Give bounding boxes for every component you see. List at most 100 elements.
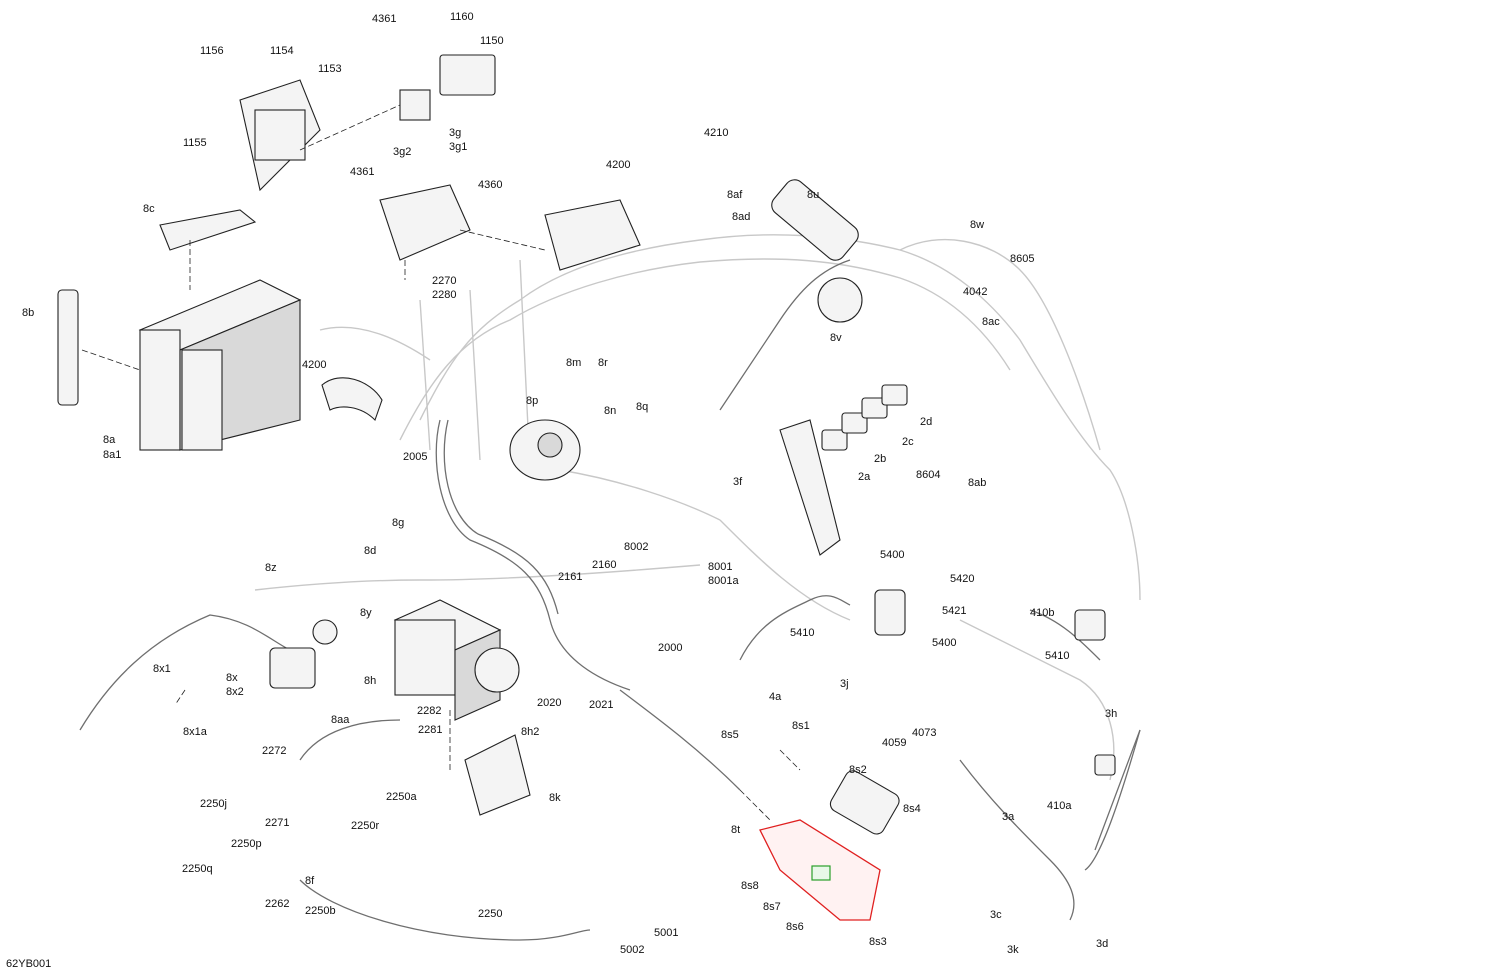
callout-label: 2005 xyxy=(403,451,427,463)
callout-label: 8x2 xyxy=(226,686,244,698)
callout-label: 8k xyxy=(549,792,561,804)
callout-label: 2a xyxy=(858,471,871,483)
callout-label: 2280 xyxy=(432,289,456,301)
callout-label: 2281 xyxy=(418,724,442,736)
callout-label: 8s1 xyxy=(792,720,810,732)
callout-label: 8s8 xyxy=(741,880,759,892)
callout-label: 1150 xyxy=(480,35,504,47)
callout-label: 1153 xyxy=(318,63,342,75)
green-highlighted-clip xyxy=(811,865,831,881)
callout-label: 8s7 xyxy=(763,901,781,913)
callout-label: 4360 xyxy=(478,179,502,191)
callout-label: 2250p xyxy=(231,838,262,850)
callout-label: 8u xyxy=(807,189,819,201)
callout-label: 8a1 xyxy=(103,449,121,461)
callout-label: 2b xyxy=(874,453,886,465)
vehicle-frame xyxy=(254,234,1141,781)
switches xyxy=(821,384,908,451)
callout-label: 8605 xyxy=(1010,253,1034,265)
callout-label: 3k xyxy=(1007,944,1019,956)
callout-label: 2021 xyxy=(589,699,613,711)
battery xyxy=(138,279,302,451)
callout-label: 8d xyxy=(364,545,376,557)
callout-label: 4361 xyxy=(372,13,396,25)
callout-label: 4a xyxy=(769,691,782,703)
switch-panel xyxy=(779,419,841,556)
callout-label: 4073 xyxy=(912,727,936,739)
callout-label: 8a xyxy=(103,434,116,446)
callout-label: 8t xyxy=(731,824,740,836)
callout-label: 8ac xyxy=(982,316,1000,328)
callout-label: 4210 xyxy=(704,127,728,139)
callout-label: 8aa xyxy=(331,714,350,726)
callout-label: 8h xyxy=(364,675,376,687)
callout-label: 8001 xyxy=(708,561,732,573)
module-5400 xyxy=(874,589,906,636)
callout-label: 8w xyxy=(970,219,984,231)
battery-bracket xyxy=(159,209,257,251)
callout-label: 3g1 xyxy=(449,141,467,153)
callout-label: 2250q xyxy=(182,863,213,875)
callout-label: 3g2 xyxy=(393,146,411,158)
callout-label: 5001 xyxy=(654,927,678,939)
callout-label: 2262 xyxy=(265,898,289,910)
callout-label: 8z xyxy=(265,562,277,574)
callout-label: 4042 xyxy=(963,286,987,298)
relay-block-center xyxy=(544,199,641,271)
callout-label: 8r xyxy=(598,357,608,369)
callout-label: 8c xyxy=(143,203,155,215)
callout-label: 4200 xyxy=(606,159,630,171)
diagram-code: 62YB001 xyxy=(6,958,51,970)
callout-label: 2271 xyxy=(265,817,289,829)
callout-label: 8s4 xyxy=(903,803,921,815)
callout-label: 3d xyxy=(1096,938,1108,950)
callout-label: 3f xyxy=(733,476,743,488)
callout-label: 1160 xyxy=(450,11,474,23)
callout-label: 1156 xyxy=(200,45,224,57)
callout-label: 2272 xyxy=(262,745,286,757)
callout-label: 8x1 xyxy=(153,663,171,675)
callout-label: 2282 xyxy=(417,705,441,717)
callout-label: 8f xyxy=(305,875,315,887)
callout-label: 3a xyxy=(1002,811,1015,823)
actuator-8s2 xyxy=(829,770,900,835)
callout-label: 3j xyxy=(840,678,849,690)
callout-label: 8001a xyxy=(708,575,739,587)
callout-label: 2000 xyxy=(658,642,682,654)
battery-strap xyxy=(57,289,79,406)
callout-label: 8604 xyxy=(916,469,940,481)
callout-label: 8ad xyxy=(732,211,750,223)
callout-label: 2161 xyxy=(558,571,582,583)
sensor-module xyxy=(269,619,338,689)
callout-label: 8x1a xyxy=(183,726,208,738)
callout-label: 8h2 xyxy=(521,726,539,738)
connector-rear xyxy=(1074,609,1116,776)
callout-label: 4059 xyxy=(882,737,906,749)
fuse-box xyxy=(239,79,321,192)
callout-label: 8x xyxy=(226,672,238,684)
callout-label: 3c xyxy=(990,909,1002,921)
antenna xyxy=(1094,729,1141,851)
control-module xyxy=(399,54,496,121)
callout-label: 2250 xyxy=(478,908,502,920)
horn xyxy=(509,419,581,481)
cover-bracket xyxy=(321,377,383,422)
callout-label: 5421 xyxy=(942,605,966,617)
callout-label: 8s5 xyxy=(721,729,739,741)
callout-label: 8s6 xyxy=(786,921,804,933)
callout-label: 8p xyxy=(526,395,538,407)
callout-label: 3h xyxy=(1105,708,1117,720)
callout-label: 1155 xyxy=(183,137,207,149)
callout-label: 2250a xyxy=(386,791,417,803)
callout-label: 5002 xyxy=(620,944,644,956)
assembly-leader-lines xyxy=(81,104,801,821)
callout-label: 2d xyxy=(920,416,932,428)
callout-label: 8y xyxy=(360,607,372,619)
callout-label: 8n xyxy=(604,405,616,417)
motor-actuator xyxy=(771,179,863,323)
callout-label: 3g xyxy=(449,127,461,139)
callout-label: 4361 xyxy=(350,166,374,178)
callout-label: 8ab xyxy=(968,477,986,489)
callout-label: 2270 xyxy=(432,275,456,287)
